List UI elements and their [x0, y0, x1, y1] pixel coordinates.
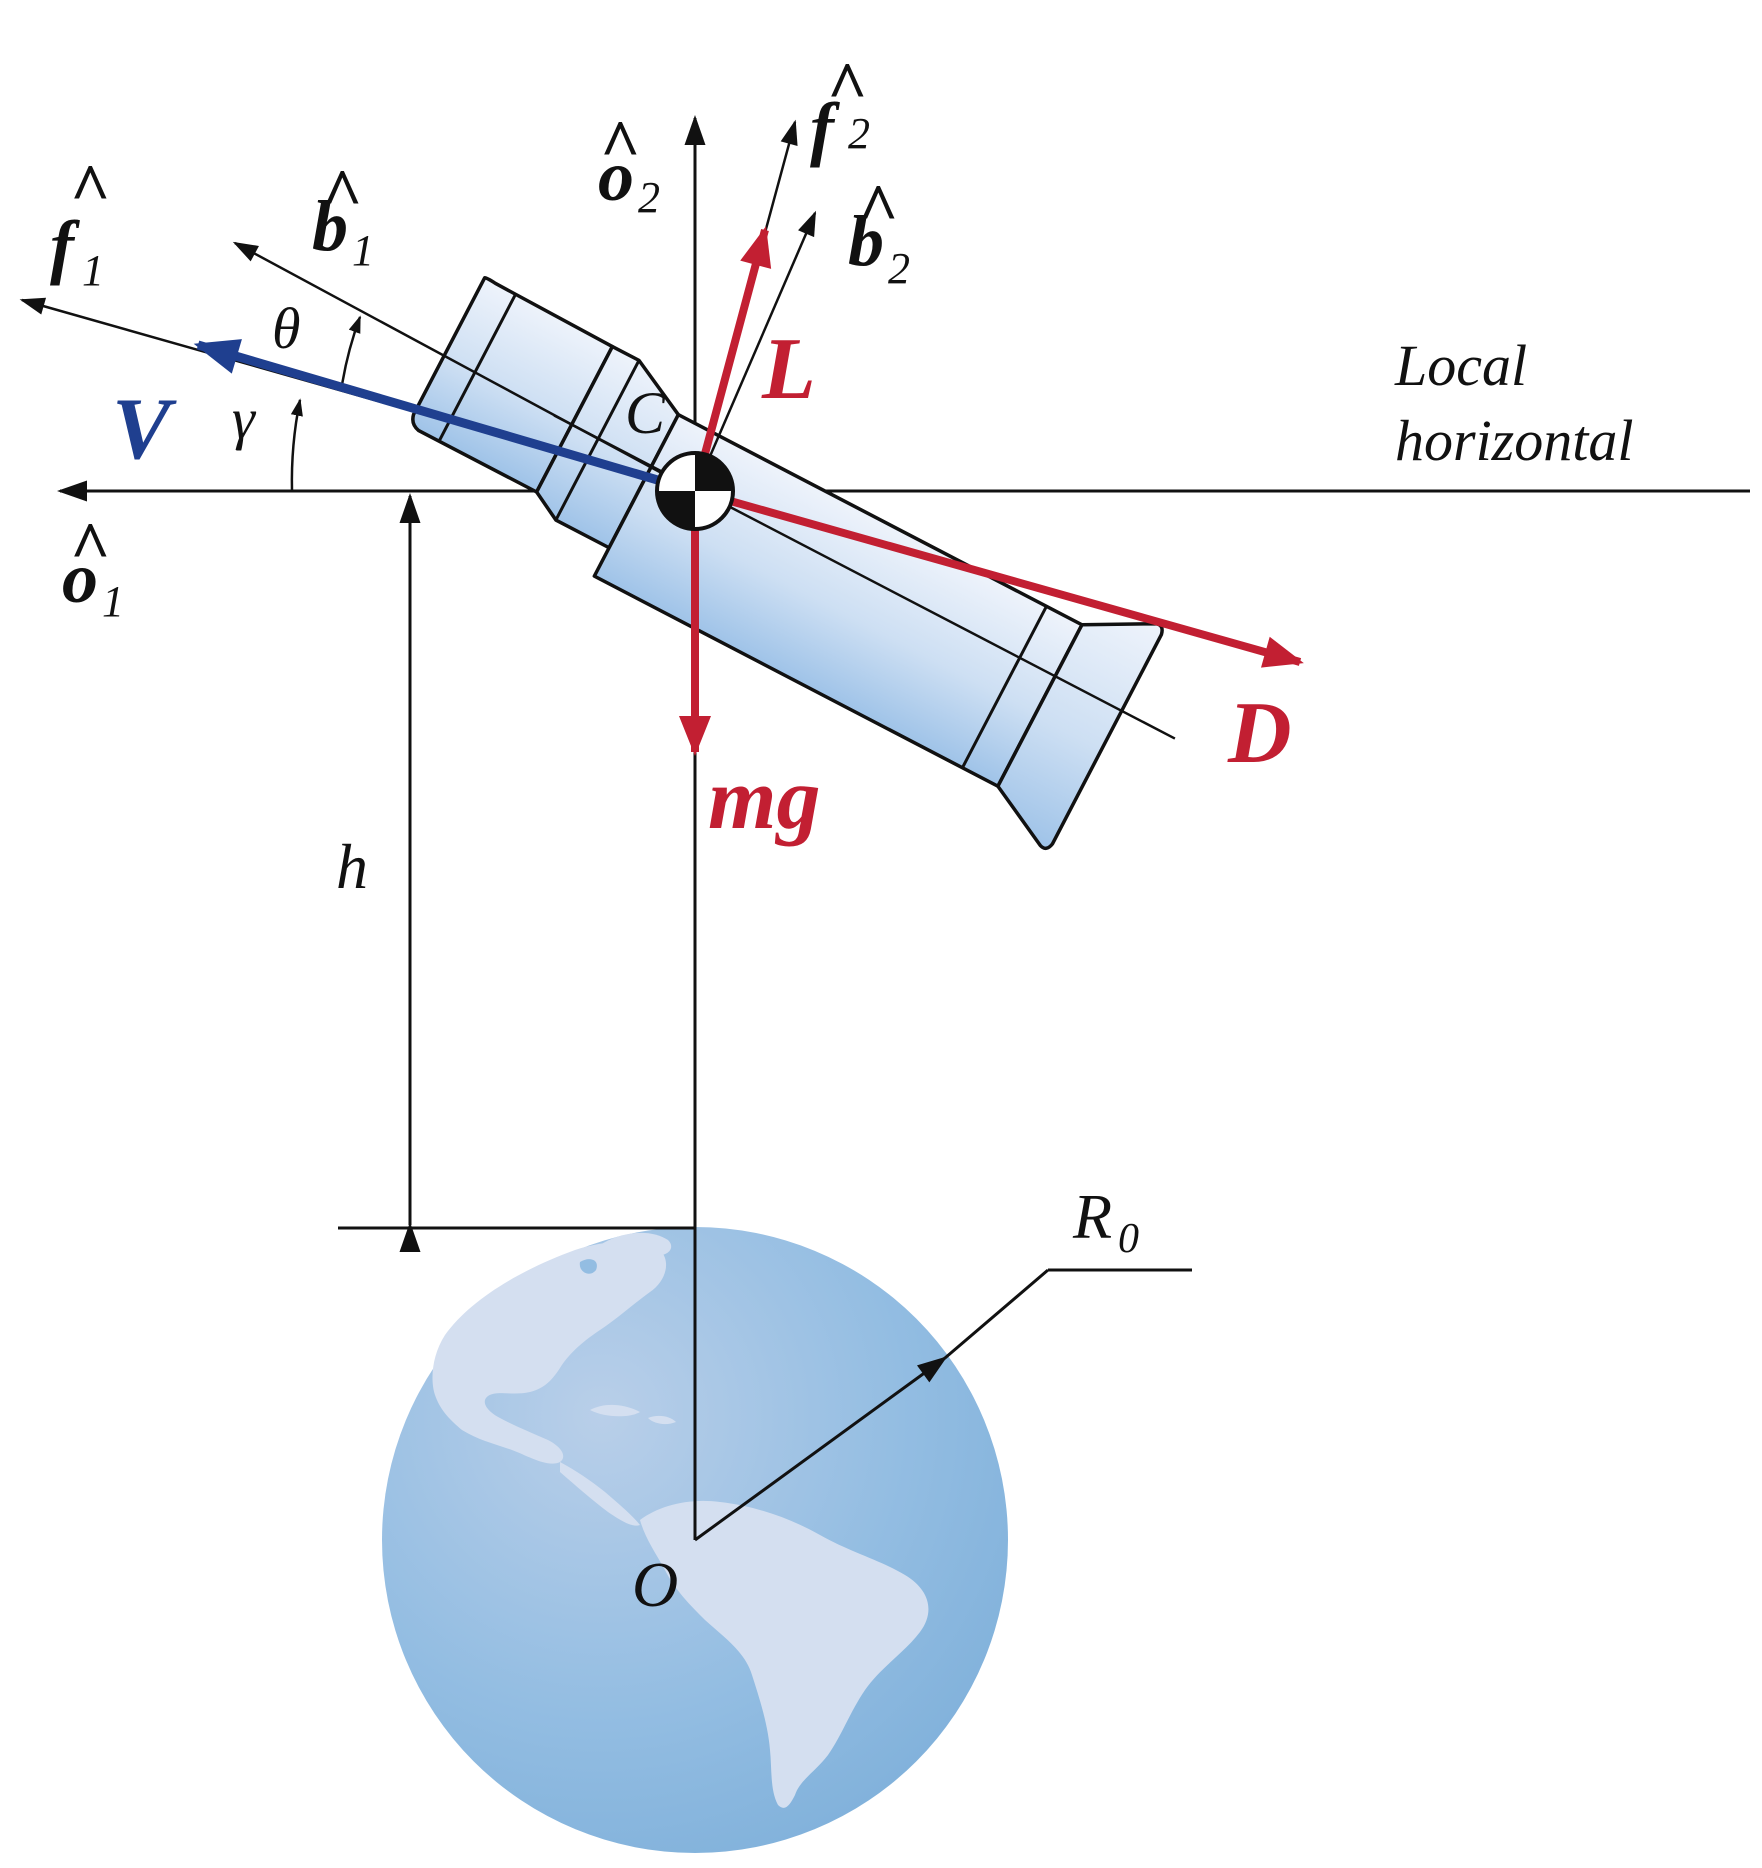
weight-label: mg [708, 751, 820, 848]
gamma-arc [290, 398, 303, 492]
b1-subscript: 1 [352, 226, 374, 275]
continent-south-america [640, 1500, 929, 1808]
b1-axis [232, 241, 696, 493]
b2-axis [693, 210, 817, 492]
o2-label: o [598, 136, 634, 216]
altitude-label: h [336, 831, 368, 902]
b2-subscript: 2 [888, 244, 910, 293]
continent-north-america [432, 1241, 667, 1464]
b1-label: b [312, 186, 348, 266]
f2-subscript: 2 [848, 109, 870, 158]
o1-subscript: 1 [102, 577, 124, 626]
f1-hat: ^ [70, 151, 111, 228]
b2-label: b [848, 201, 884, 281]
local-horizontal-label-line1: Local [1394, 333, 1527, 398]
local-horizontal-label-line2: horizontal [1395, 408, 1634, 473]
f2-hat: ^ [827, 49, 868, 126]
o1-hat: ^ [70, 509, 111, 586]
lift-label: L [761, 321, 816, 418]
earth-center-label: O [632, 1549, 678, 1620]
b1-hat: ^ [322, 156, 363, 233]
radius-leader [944, 1268, 1049, 1360]
o2-subscript: 2 [638, 173, 660, 222]
radius-subscript: 0 [1118, 1216, 1139, 1262]
theta-arc [340, 315, 362, 386]
velocity-vector [193, 339, 697, 496]
drag-label: D [1227, 685, 1292, 782]
center-of-mass-label: C [625, 380, 666, 446]
b2-hat: ^ [858, 171, 899, 248]
f1-subscript: 1 [82, 246, 104, 295]
velocity-label: V [112, 381, 177, 478]
drag-vector [693, 487, 1304, 668]
radius-line [694, 1356, 948, 1542]
gamma-label: γ [232, 386, 257, 451]
lift-vector [691, 226, 772, 493]
o2-hat: ^ [600, 107, 641, 184]
radius-label: R [1072, 1181, 1112, 1252]
center-of-mass-symbol [655, 451, 735, 531]
o1-label: o [62, 538, 98, 618]
theta-label: θ [272, 296, 301, 361]
